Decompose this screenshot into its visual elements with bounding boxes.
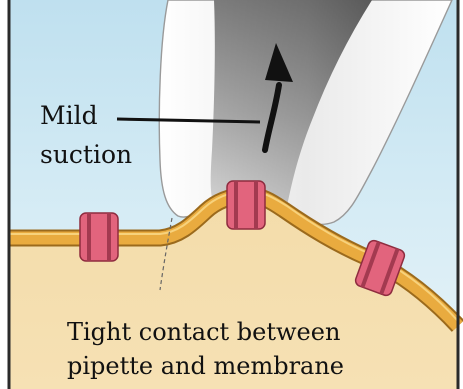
ion-channel-left	[80, 213, 118, 261]
caption-line1: Tight contact between	[67, 320, 340, 344]
suction-label-line2: suction	[40, 142, 132, 167]
caption-line2: pipette and membrane	[67, 354, 344, 378]
suction-label-line1: Mild	[40, 103, 98, 128]
ion-channel-center	[227, 181, 265, 229]
